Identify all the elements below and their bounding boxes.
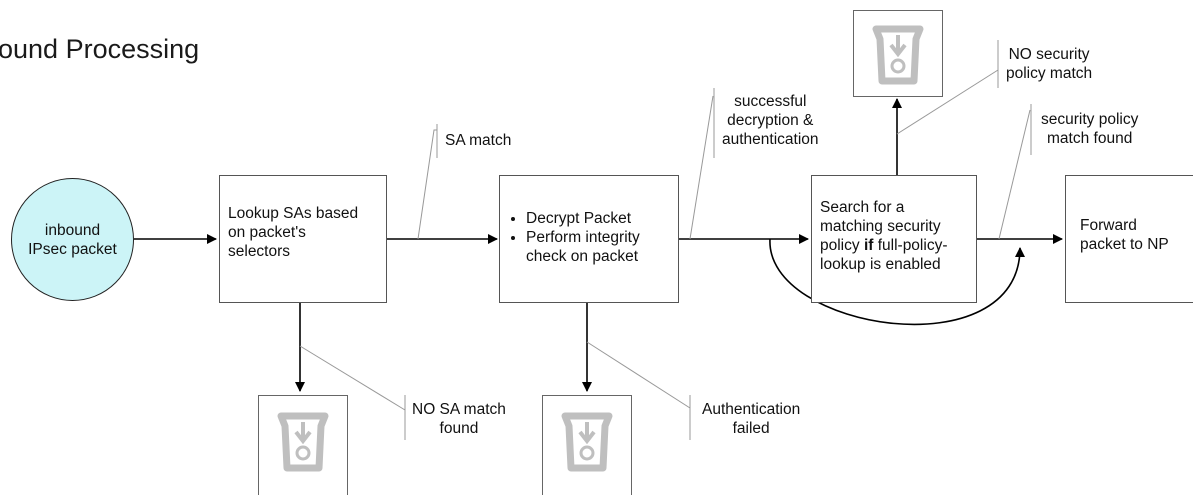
lookup-line2: on packet's <box>228 224 306 241</box>
discard-bin-left <box>258 395 348 495</box>
callout-auth-failed <box>586 341 691 409</box>
callout-no-policy <box>896 69 999 135</box>
note-success: successful decryption & authentication <box>722 93 819 148</box>
decrypt-bullet-1: Decrypt Packet <box>526 209 680 228</box>
callout-success <box>689 95 714 240</box>
search-line4: lookup is enabled <box>820 256 941 273</box>
note-auth-failed: Authentication failed <box>702 401 801 437</box>
search-line1: Search for a <box>820 199 905 216</box>
bypass-arc <box>769 238 1025 326</box>
discard-bin-top <box>853 10 943 97</box>
trash-bin-icon <box>277 412 329 472</box>
trash-bin-icon <box>561 412 613 472</box>
search-line3: policy if full-policy- <box>820 237 948 254</box>
note-policy-found: security policy match found <box>1041 111 1139 147</box>
decrypt-bullet-2: Perform integrity check on packet <box>526 228 680 266</box>
forward-line1: Forward <box>1080 217 1137 234</box>
note-sa-match: SA match <box>445 132 512 149</box>
forward-box: Forward packet to NP <box>1065 175 1193 303</box>
inbound-packet-node: inbound IPsec packet <box>11 178 134 301</box>
search-policy-box: Search for a matching security policy if… <box>811 175 977 303</box>
search-line2: matching security <box>820 218 941 235</box>
lookup-sa-box: Lookup SAs based on packet's selectors <box>219 175 387 303</box>
diagram-title: ound Processing <box>0 34 200 64</box>
callout-no-sa <box>299 345 406 411</box>
trash-bin-icon <box>872 25 924 85</box>
lookup-line1: Lookup SAs based <box>228 205 359 222</box>
callout-sa-match <box>417 129 437 240</box>
forward-line2: packet to NP <box>1080 236 1169 253</box>
node-label-line2: IPsec packet <box>28 240 117 258</box>
decrypt-box: Decrypt Packet Perform integrity check o… <box>499 175 679 303</box>
discard-bin-middle <box>542 395 632 495</box>
note-no-sa: NO SA match found <box>412 401 506 437</box>
lookup-line3: selectors <box>228 243 291 260</box>
callout-policy-found <box>998 109 1031 240</box>
node-label-line1: inbound <box>44 221 101 239</box>
note-no-policy: NO security policy match <box>1006 46 1093 82</box>
